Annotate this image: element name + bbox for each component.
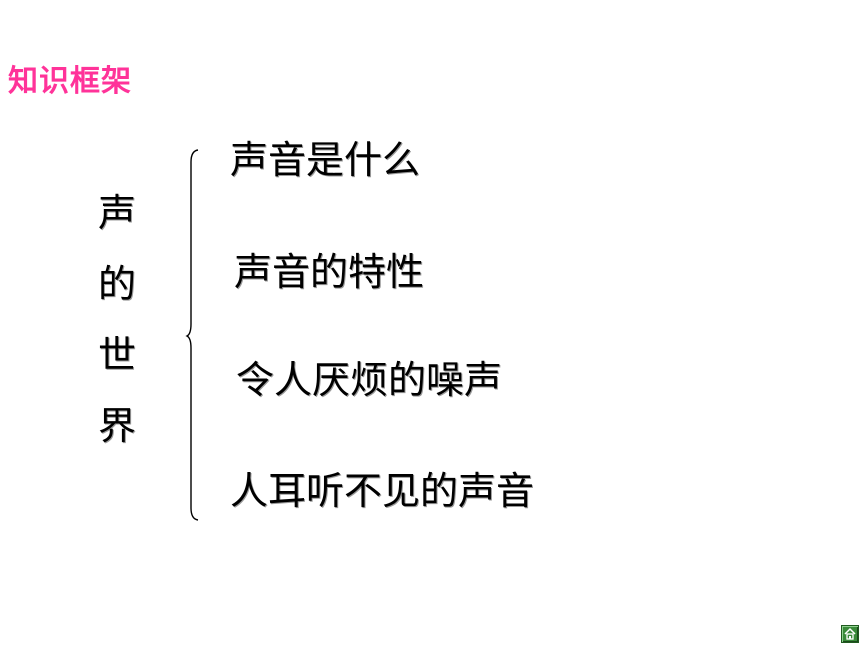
vertical-title-char: 声: [97, 191, 136, 235]
topic-sound-characteristics: 声音的特性: [234, 250, 425, 294]
slide-heading: 知识框架: [8, 64, 132, 99]
vertical-title: 声 的 世 界: [92, 192, 142, 476]
home-button[interactable]: [841, 625, 859, 643]
topic-what-is-sound: 声音是什么: [230, 138, 421, 182]
topic-inaudible-sound: 人耳听不见的声音: [230, 469, 535, 513]
vertical-title-char: 世: [97, 333, 136, 377]
vertical-title-char: 的: [97, 262, 136, 306]
topic-annoying-noise: 令人厌烦的噪声: [236, 358, 503, 402]
home-icon: [844, 627, 856, 640]
curly-brace: [185, 149, 199, 521]
vertical-title-char: 界: [97, 404, 136, 448]
